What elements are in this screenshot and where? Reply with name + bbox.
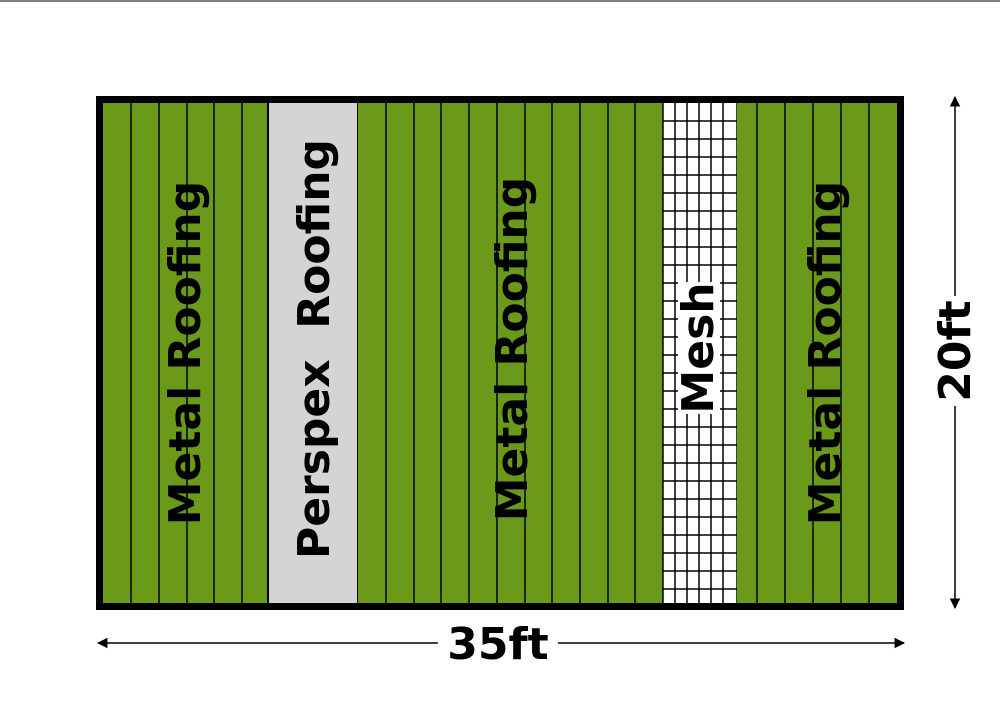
section-label: Perspex Roofing [289,139,340,559]
section-fill [737,103,897,603]
section-metal-roofing-2: Metal Roofing [358,103,663,603]
metal-ribs [756,103,870,603]
section-label: Metal Roofing [800,181,851,526]
section-label: Mesh [673,282,724,413]
section-fill [358,103,663,603]
section-metal-roofing-1: Metal Roofing [103,103,268,603]
metal-ribs [130,103,243,603]
section-label: Metal Roofing [487,177,538,522]
section-metal-roofing-3: Metal Roofing [737,103,897,603]
height-label: 20ft [930,300,981,401]
metal-ribs [385,103,636,603]
roof-outline [96,96,904,610]
section-perspex-roofing: Perspex Roofing [267,103,359,603]
section-fill [268,103,358,603]
width-label: 35ft [447,619,548,670]
section-label: Metal Roofing [160,181,211,526]
section-mesh: Mesh [662,103,738,603]
height-dimension: 20ft [930,95,981,610]
width-dimension: 35ft [96,619,906,670]
